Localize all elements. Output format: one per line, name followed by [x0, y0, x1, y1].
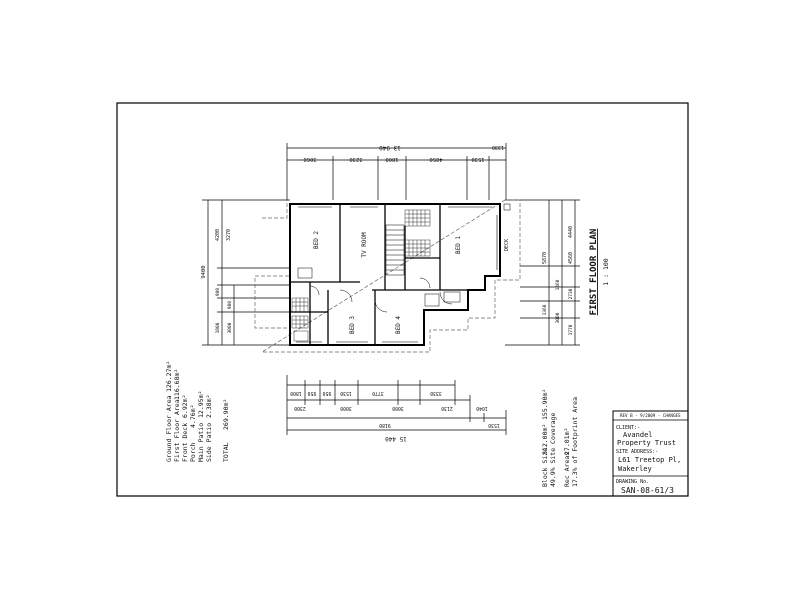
area-value-frontdeck: 6.92m² [181, 395, 189, 418]
bottom-dim-r2-5: 1040 [476, 405, 488, 411]
area-value-mainpatio: 12.95m² [197, 391, 205, 418]
title-site-line1: L61 Treetop Pl, [618, 456, 681, 464]
area-label-ground: Ground Floor Area [165, 395, 173, 462]
rec-areas-value: 27.01m² [563, 428, 571, 455]
staircase [385, 224, 405, 276]
room-label-tv: TV ROOM [361, 232, 368, 258]
top-dim-4: 4050 [429, 156, 442, 162]
area-total-value: 269.90m² [222, 399, 230, 430]
top-dim-5: 1530 [471, 156, 484, 162]
bottom-dim-r1-6: 3330 [430, 390, 442, 396]
bottom-dim-r3-2: 1530 [488, 422, 500, 428]
block-size-label: Block Size [541, 448, 549, 487]
right-dim-7: 3000 [555, 312, 561, 323]
room-label-bed2: BED 2 [313, 231, 320, 249]
left-dim-3: 900 [215, 288, 221, 296]
right-dim-2: 5870 [542, 252, 548, 264]
site-coverage: 49.9% Site Coverage [549, 413, 557, 487]
bottom-dim-r2-4: 2130 [441, 405, 453, 411]
room-label-bed3: BED 3 [349, 316, 356, 334]
title-drawing-label: DRAWING No. [616, 479, 649, 485]
right-dim-1: 4440 [568, 226, 574, 238]
bottom-dim-r1-3: 950 [323, 390, 332, 396]
fixtures [297, 203, 511, 307]
title-revision: REV B - 9/2009 - CHANGES [620, 413, 681, 418]
ground-floor-outline [260, 199, 521, 353]
bottom-dim-r2-1: 2300 [294, 405, 306, 411]
right-dim-5: 2730 [568, 288, 574, 299]
right-dim-6: 1360 [542, 304, 548, 315]
bottom-dim-r3-1: 9180 [379, 422, 391, 428]
area-label-first: First Floor Area [173, 399, 181, 462]
title-client-line2: Property Trust [617, 439, 676, 447]
plan-title: FIRST FLOOR PLAN [589, 229, 599, 316]
area-value-ground: 126.27m² [165, 361, 173, 392]
block-size-value: 312.00m² [541, 424, 549, 455]
door-swings [309, 277, 453, 313]
right-dim-8: 1770 [568, 324, 574, 335]
top-dim-3: 1800 [385, 156, 398, 162]
left-dim-5: 1800 [215, 322, 221, 333]
area-label-sidepatio: Side Patio [205, 423, 213, 462]
plan-scale: 1 : 100 [602, 258, 610, 285]
bottom-dim-r2-3: 3000 [392, 405, 404, 411]
rec-areas-label: Rec Areas [563, 452, 571, 487]
left-dim-4: 900 [227, 301, 233, 309]
title-client-line1: Avandel [623, 431, 653, 439]
porch-dashed [254, 275, 291, 329]
top-dimensions [286, 143, 507, 200]
bottom-dim-r1-1: 1800 [290, 390, 302, 396]
left-dim-2: 3270 [226, 229, 232, 241]
left-dim-6: 3000 [227, 322, 233, 333]
area-value-sidepatio: 2.38m² [205, 395, 213, 418]
bathroom-tiles [291, 297, 309, 342]
area-label-frontdeck: Front Deck [181, 423, 189, 462]
bottom-dim-r2-2: 3000 [340, 405, 352, 411]
ensuite-tiles [404, 209, 431, 257]
right-dimensions [505, 199, 580, 346]
area-label-porch: Porch [189, 442, 197, 462]
area-total-label: TOTAL [222, 442, 230, 462]
room-label-bed1: BED 1 [455, 236, 462, 254]
site-stats: Block Size 312.00m² 155.90m² 49.9% Site … [541, 389, 579, 487]
windows [296, 206, 498, 343]
title-client-label: CLIENT:- [616, 425, 640, 431]
bottom-dim-r1-5: 3770 [372, 390, 384, 396]
bottom-dimensions [286, 375, 507, 435]
top-dim-2: 3230 [349, 156, 362, 162]
top-dim-1: 3060 [303, 156, 316, 162]
floor-plan [254, 199, 521, 353]
title-block [612, 410, 689, 497]
room-label-deck: DECK [504, 239, 510, 251]
title-site-line2: Wakerley [618, 465, 652, 473]
bottom-dim-overall: 15 440 [385, 435, 407, 442]
area-schedule: Ground Floor Area 126.27m² First Floor A… [165, 361, 230, 462]
right-dim-3: 4560 [568, 252, 574, 264]
area-label-mainpatio: Main Patio [197, 423, 205, 462]
internal-walls [290, 204, 468, 345]
room-label-bed4: BED 4 [395, 316, 402, 334]
footprint-area: 17.3% of Footprint Area [571, 397, 579, 487]
top-dim-overall: 13 940 [379, 144, 401, 151]
left-dim-overall: 9400 [201, 265, 207, 278]
block-value2: 155.90m² [541, 389, 549, 420]
bottom-dim-r1-4: 1530 [340, 390, 352, 396]
area-value-porch: 4.76m² [189, 405, 197, 428]
left-dimensions [202, 199, 290, 346]
area-value-first: 116.68m² [173, 369, 181, 400]
right-dim-4: 1460 [555, 279, 561, 290]
bottom-dim-r1-2: 950 [308, 390, 317, 396]
sheet-border [116, 102, 689, 497]
title-drawing-no: SAN-08-61/3 [621, 486, 674, 495]
top-dim-6: 1330 [492, 144, 504, 150]
title-site-label: SITE ADDRESS:- [616, 449, 658, 455]
left-dim-1: 4200 [215, 229, 221, 241]
